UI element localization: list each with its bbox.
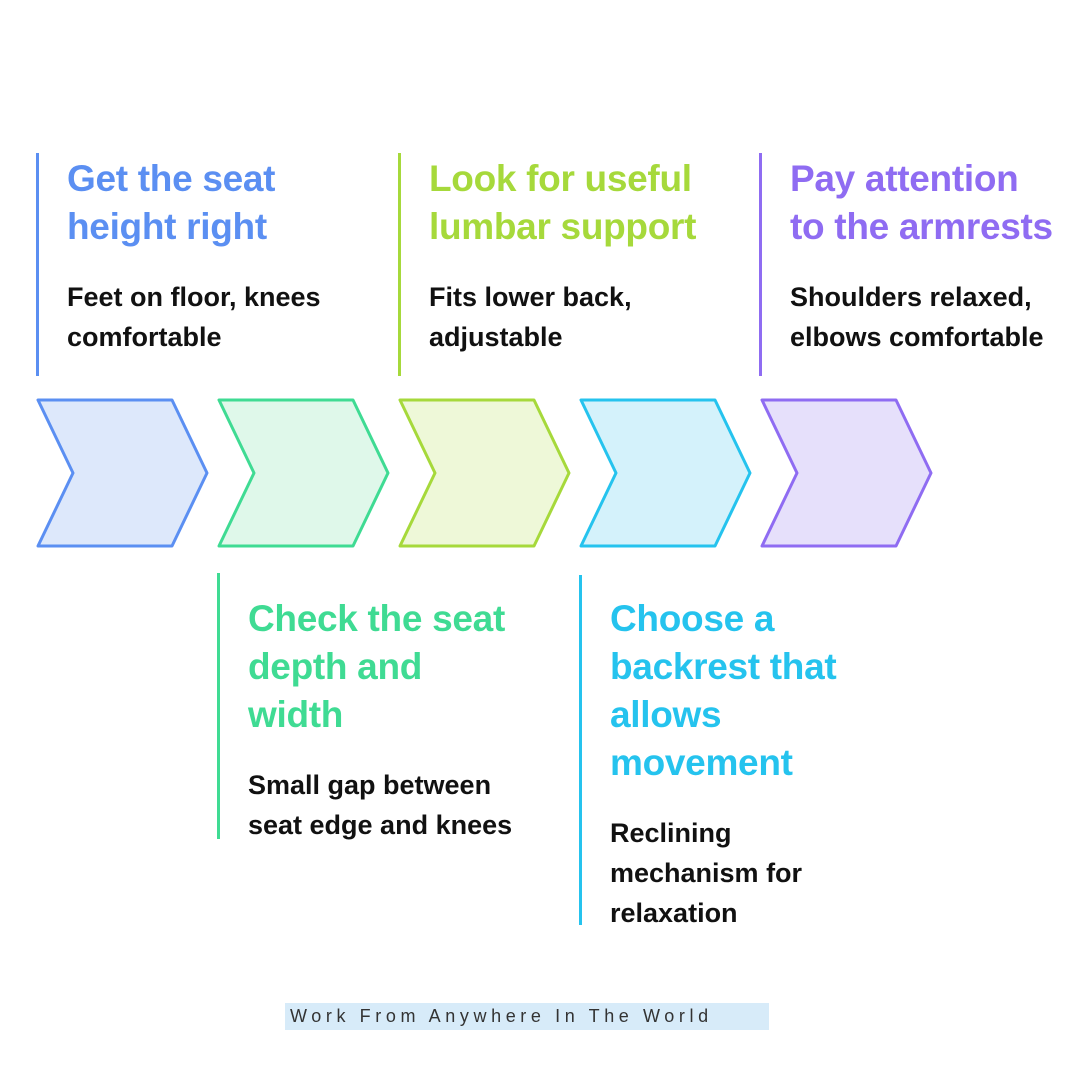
- step-title: Look for useful lumbar support: [429, 155, 738, 251]
- step-desc-line: mechanism for: [610, 858, 803, 888]
- step-desc-line: Small gap between: [248, 770, 492, 800]
- step-title-line: height right: [67, 206, 267, 247]
- step-description: Fits lower back, adjustable: [429, 277, 738, 357]
- step-card-armrests: Pay attention to the armrests Shoulders …: [759, 153, 1077, 376]
- step-desc-line: adjustable: [429, 322, 563, 352]
- step-title-line: allows: [610, 694, 722, 735]
- step-desc-line: comfortable: [67, 322, 222, 352]
- step-card-seat-depth: Check the seat depth and width Small gap…: [217, 573, 557, 840]
- step-title-line: width: [248, 694, 344, 735]
- step-title-line: Choose a: [610, 598, 775, 639]
- step-title-line: Get the seat: [67, 158, 276, 199]
- step-card-seat-height: Get the seat height right Feet on floor,…: [36, 153, 366, 376]
- step-desc-line: Shoulders relaxed,: [790, 282, 1032, 312]
- step-title-line: Look for useful: [429, 158, 692, 199]
- step-card-lumbar-support: Look for useful lumbar support Fits lowe…: [398, 153, 738, 376]
- step-desc-line: Feet on floor, knees: [67, 282, 321, 312]
- step-description: Small gap between seat edge and knees: [248, 765, 557, 845]
- step-title-line: movement: [610, 742, 793, 783]
- step-title-line: backrest that: [610, 646, 837, 687]
- step-title: Check the seat depth and width: [248, 595, 557, 739]
- chevron-step-5: [760, 398, 933, 548]
- step-title: Get the seat height right: [67, 155, 366, 251]
- chevron-step-2: [217, 398, 390, 548]
- chevron-step-1: [36, 398, 209, 548]
- step-desc-line: relaxation: [610, 898, 738, 928]
- step-title-line: lumbar support: [429, 206, 697, 247]
- step-description: Shoulders relaxed, elbows comfortable: [790, 277, 1077, 357]
- step-title-line: Check the seat: [248, 598, 505, 639]
- step-desc-line: Fits lower back,: [429, 282, 632, 312]
- step-description: Feet on floor, knees comfortable: [67, 277, 366, 357]
- chevron-step-4: [579, 398, 752, 548]
- step-description: Reclining mechanism for relaxation: [610, 813, 909, 933]
- chevron-step-3: [398, 398, 571, 548]
- footer-banner: Work From Anywhere In The World: [285, 1003, 769, 1030]
- step-title-line: Pay attention: [790, 158, 1019, 199]
- step-title: Choose a backrest that allows movement: [610, 595, 909, 787]
- step-title: Pay attention to the armrests: [790, 155, 1077, 251]
- step-desc-line: Reclining: [610, 818, 732, 848]
- step-desc-line: elbows comfortable: [790, 322, 1044, 352]
- step-desc-line: seat edge and knees: [248, 810, 513, 840]
- step-title-line: depth and: [248, 646, 423, 687]
- step-title-line: to the armrests: [790, 206, 1053, 247]
- step-card-backrest: Choose a backrest that allows movement R…: [579, 575, 909, 928]
